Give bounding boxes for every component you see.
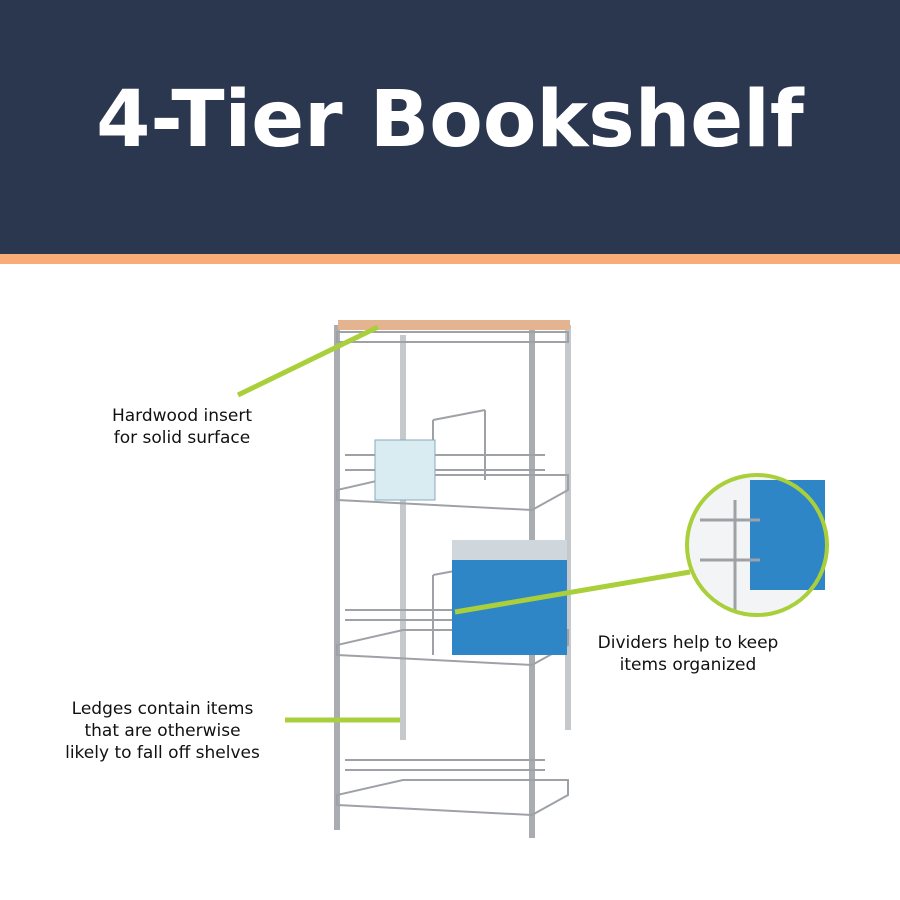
callout-text: likely to fall off shelves (65, 743, 260, 763)
header-banner: 4-Tier Bookshelf (0, 0, 900, 254)
callout-lines (236, 324, 691, 723)
callout-dividers: Dividers help to keep items organized (578, 632, 798, 676)
callout-text: Hardwood insert (111, 406, 253, 426)
callout-text: Dividers help to keep (597, 633, 779, 653)
callout-line-dividers (454, 569, 691, 615)
divider-detail-circle (685, 473, 829, 617)
callout-text: for solid surface (113, 428, 251, 448)
callout-text: items organized (619, 655, 757, 675)
callout-text: that are otherwise (84, 721, 241, 741)
boxes (374, 439, 436, 501)
callout-line-hardwood (236, 324, 380, 398)
accent-band (0, 254, 900, 264)
page-title: 4-Tier Bookshelf (96, 75, 804, 165)
hardwood-insert (338, 320, 570, 330)
callout-hardwood: Hardwood insert for solid surface (92, 405, 272, 449)
wire-shelves (336, 331, 569, 817)
callout-text: Ledges contain items (71, 699, 254, 719)
callout-ledges: Ledges contain items that are otherwise … (45, 698, 280, 764)
